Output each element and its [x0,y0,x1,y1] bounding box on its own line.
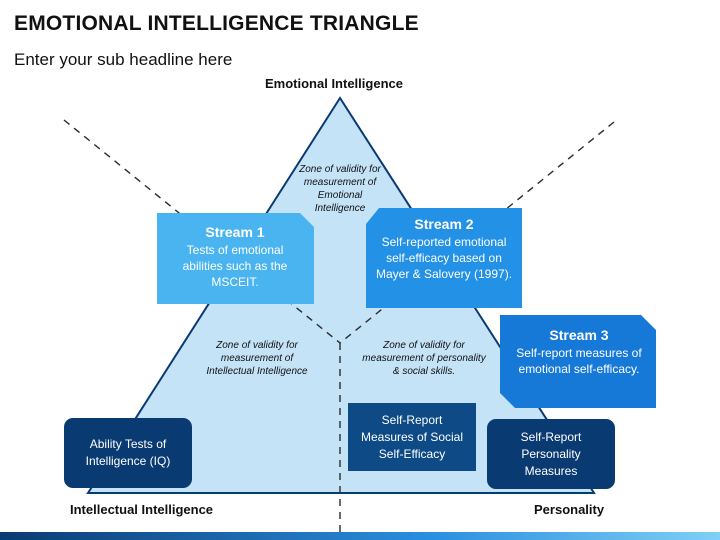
dashed-line-right [339,121,615,344]
stream-2-text: Self-reported emotional self-efficacy ba… [375,235,513,281]
page-subtitle: Enter your sub headline here [14,50,233,69]
stream-1-heading: Stream 1 [205,224,265,240]
bottom-accent-bar [0,532,720,540]
page-title: EMOTIONAL INTELLIGENCE TRIANGLE [14,12,419,35]
box-social-self-efficacy: Self-Report Measures of Social Self-Effi… [348,403,476,471]
stream-1-text: Tests of emotional abilities such as the… [182,243,288,289]
zone-label-left: Zone of validity for measurement of Inte… [206,340,308,377]
corner-label-top: Emotional Intelligence [265,76,403,91]
stream-2-heading: Stream 2 [414,216,474,232]
box-ability-tests: Ability Tests of Intelligence (IQ) [64,418,192,488]
zone-label-top: Zone of validity for measurement of Emot… [299,164,381,214]
stream-3: Stream 3 Self-report measures of emotion… [512,327,646,377]
box-personality-measures-text: Self-Report Personality Measures [520,429,582,478]
stream-1-shape [157,213,314,304]
zone-label-right: Zone of validity for measurement of pers… [362,340,486,377]
corner-label-bottom-left: Intellectual Intelligence [70,502,214,517]
stream-2-shape [366,208,522,308]
box-ability-tests-text: Ability Tests of Intelligence (IQ) [85,437,171,468]
stream-2: Stream 2 Self-reported emotional self-ef… [372,216,516,282]
box-personality-measures: Self-Report Personality Measures [487,419,615,489]
stream-1: Stream 1 Tests of emotional abilities su… [165,224,305,290]
stream-3-heading: Stream 3 [549,327,609,343]
corner-label-bottom-right: Personality [534,502,605,517]
stream-3-shape [500,315,656,408]
stream-3-text: Self-report measures of emotional self-e… [516,346,642,376]
box-social-self-efficacy-text: Self-Report Measures of Social Self-Effi… [360,412,464,461]
